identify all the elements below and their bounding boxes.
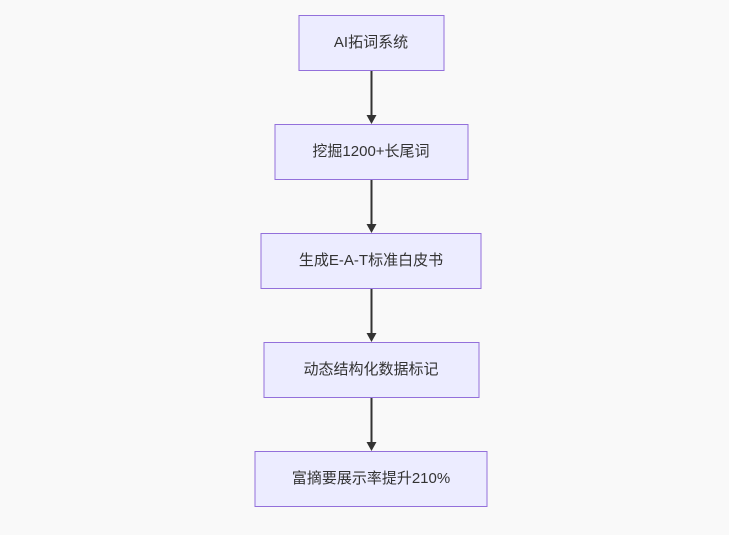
flow-node-ai-keyword-system: AI拓词系统: [298, 15, 444, 71]
edge-line: [370, 71, 372, 116]
arrow-down-icon: [366, 224, 376, 233]
flowchart: AI拓词系统 挖掘1200+长尾词 生成E-A-T标准白皮书 动态结构化数据标记…: [254, 15, 488, 507]
flow-node-longtail-mining: 挖掘1200+长尾词: [274, 124, 468, 180]
arrow-down-icon: [366, 115, 376, 124]
flow-node-eat-whitepaper: 生成E-A-T标准白皮书: [260, 233, 482, 289]
flow-edge: [365, 180, 377, 233]
flow-edge: [365, 289, 377, 342]
arrow-down-icon: [366, 442, 376, 451]
flow-node-rich-snippet-result: 富摘要展示率提升210%: [254, 451, 488, 507]
arrow-down-icon: [366, 333, 376, 342]
edge-line: [370, 180, 372, 225]
edge-line: [370, 398, 372, 443]
edge-line: [370, 289, 372, 334]
flow-edge: [365, 71, 377, 124]
flow-edge: [365, 398, 377, 451]
flow-node-structured-data-markup: 动态结构化数据标记: [263, 342, 479, 398]
